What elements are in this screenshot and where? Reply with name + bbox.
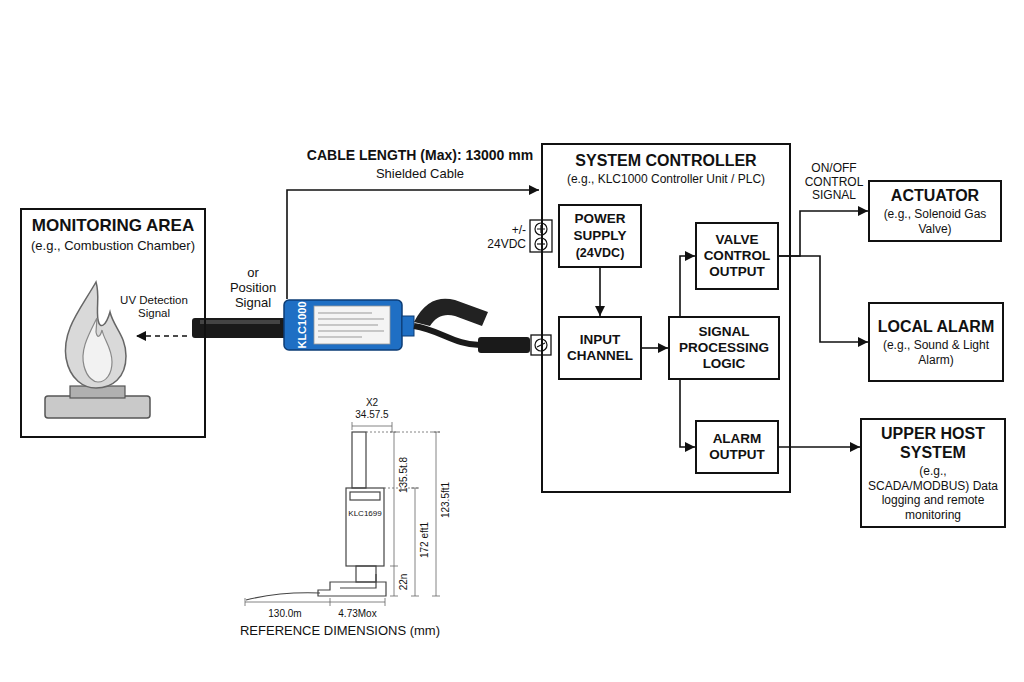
device-box: UPPER HOST SYSTEM(e.g., SCADA/MODBUS) Da… [860,418,1006,528]
cable-type-label: Shielded Cable [340,167,500,182]
dimension-label: 22n [397,567,411,597]
dimension-label: X2 [352,397,392,409]
ref-bracket-inner [340,574,376,588]
model-label: KLC1699 [346,509,384,518]
flame-inner [83,318,112,382]
dimension-label: 135.5t.8 [397,445,411,505]
node-heading: INPUT CHANNEL [565,332,635,364]
dimension-label: 34.57.5 [345,409,399,421]
node-subtext: (e.g., Solenoid Gas Valve) [875,207,995,236]
sensor-tube [192,318,290,338]
node-subtext: (e.g., Combustion Chamber) [31,238,195,254]
ref-cable [246,593,320,600]
controller-box: SYSTEM CONTROLLER (e.g., KLC1000 Controll… [541,143,791,493]
ref-neck [356,566,376,582]
area-box: MONITORING AREA (e.g., Combustion Chamber… [20,208,206,438]
burner-base [45,396,150,418]
node-heading: ALARM OUTPUT [702,431,772,463]
drawing-caption: REFERENCE DIMENSIONS (mm) [215,624,465,639]
uv-signal-arrow [136,335,187,337]
node-heading: LOCAL ALARM [878,317,994,336]
connector-arrow [779,446,860,448]
connector-arrow [779,256,868,342]
device-box: LOCAL ALARM (e.g., Sound & Light Alarm) [868,302,1004,382]
ref-body-detail [350,492,380,500]
output-box: ALARM OUTPUT [695,420,779,474]
connector-arrow [680,256,695,316]
output-box: VALVE CONTROL OUTPUT [695,222,779,290]
connector-arrow [599,268,601,316]
edge-label: ON/OFF CONTROL SIGNAL [803,162,865,203]
node-heading: ACTUATOR [891,186,979,205]
sensor-tube-shine [200,320,280,324]
cable-plug [478,337,530,353]
connector-arrow [779,211,868,256]
cable-line [287,190,539,299]
dim-v1 [390,432,398,596]
node-subtext: (e.g., SCADA/MODBUS) Data logging and re… [867,464,999,522]
node-heading: POWER SUPPLY [565,211,635,243]
cable-length-label: CABLE LENGTH (Max): 13000 mm [300,147,540,163]
sensor-cable [414,326,480,345]
process-box: POWER SUPPLY (24VDC) [558,204,642,268]
signal-label: UV Detection Signal [120,294,188,320]
connector-arrow [680,380,695,447]
power-label: +/- 24VDC [486,224,526,252]
node-heading: SYSTEM CONTROLLER [575,151,756,170]
process-box: INPUT CHANNEL [558,316,642,380]
reference-drawing [246,432,386,600]
model-label: KLC1000 [295,295,309,355]
process-box: SIGNAL PROCESSING LOGIC [668,316,780,380]
dim-bottom [245,598,385,606]
sensor-sticker [314,306,390,344]
node-subtext: (e.g., KLC1000 Controller Unit / PLC) [567,172,765,186]
dim-top [352,422,392,432]
node-subtext: (24VDC) [576,246,625,261]
sensor-gland [402,316,414,336]
ref-body [346,488,384,566]
node-heading: UPPER HOST SYSTEM [867,424,999,462]
dimension-label: 172 eft1 [418,510,432,570]
connector-arrow [642,347,668,349]
dim-v3 [432,432,440,596]
ref-tube [352,432,366,488]
node-heading: MONITORING AREA [32,216,194,236]
dimension-label: 4.73Mox [330,608,385,620]
signal-label: or Position Signal [224,266,282,311]
node-heading: SIGNAL PROCESSING LOGIC [675,324,773,373]
dimension-lines [245,422,440,606]
dimension-label: 123.5ft1 [439,470,453,530]
sticker-lines [318,313,384,337]
node-subtext: (e.g., Sound & Light Alarm) [875,338,997,367]
dim-v2 [411,488,419,596]
node-heading: VALVE CONTROL OUTPUT [702,232,772,281]
dimension-label: 130.0m [255,608,315,620]
device-box: ACTUATOR (e.g., Solenoid Gas Valve) [868,180,1002,242]
cable-connector-cap [414,299,488,326]
flame-outer [65,282,126,388]
